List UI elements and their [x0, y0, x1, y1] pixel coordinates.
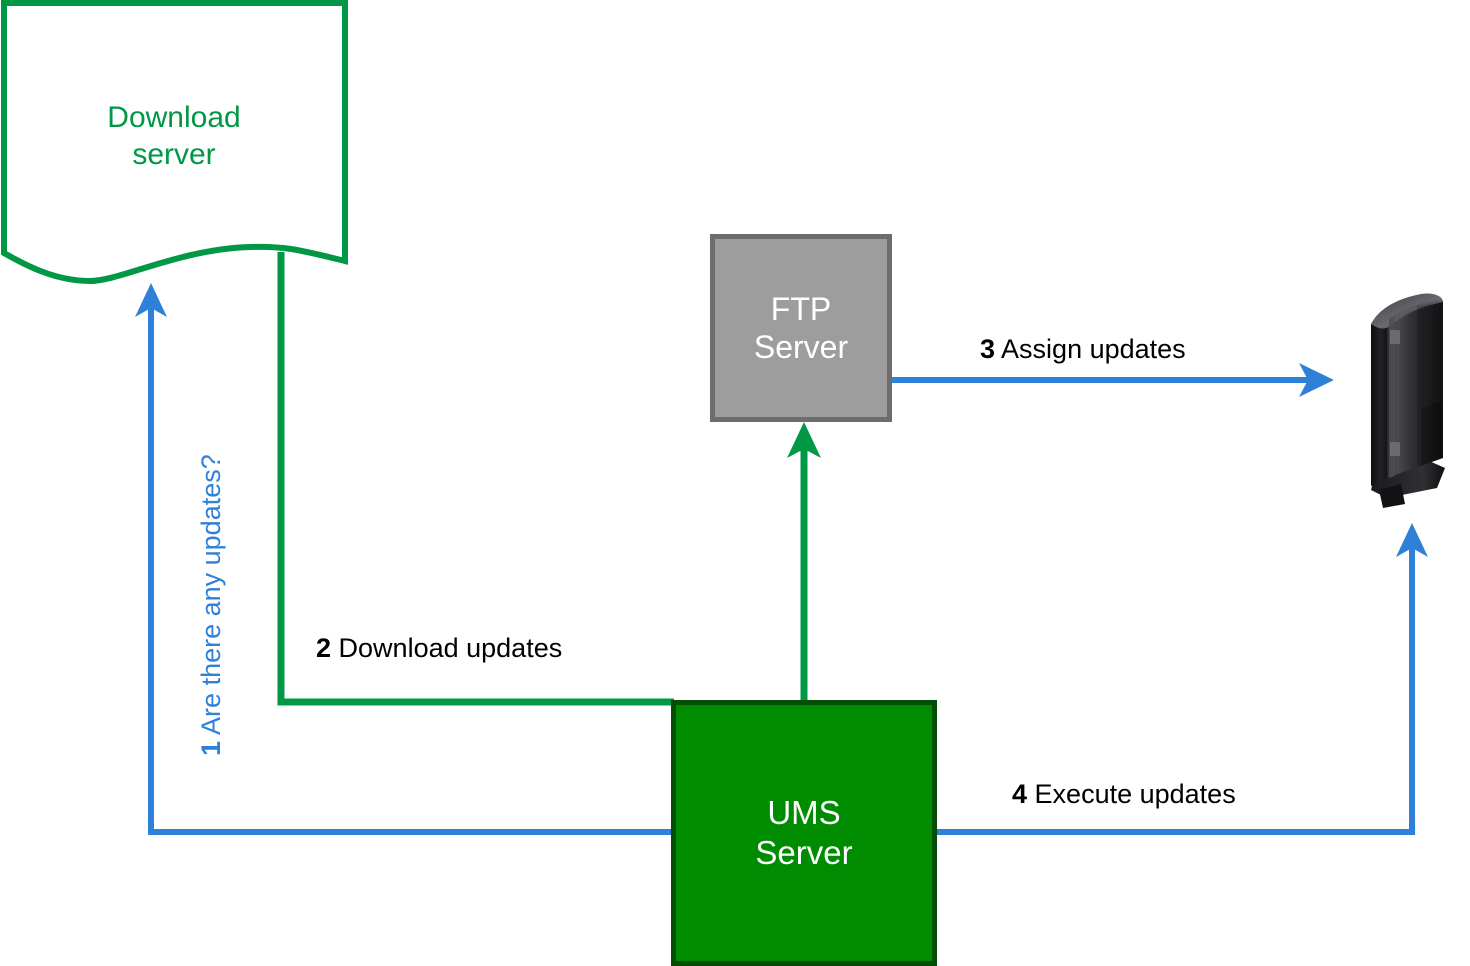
ftp-server-node[interactable]: FTP Server [710, 234, 892, 422]
thin-client-device-icon[interactable] [1357, 292, 1452, 512]
ftp-server-label: FTP Server [753, 290, 849, 365]
edge-1-connector [135, 283, 671, 835]
ums-server-node[interactable]: UMS Server [671, 700, 937, 966]
edge-2-connector [277, 252, 674, 706]
edge-4-connector [934, 523, 1428, 835]
edge-3-connector [892, 363, 1334, 397]
download-server-shape[interactable] [1, 0, 348, 285]
ums-server-label: UMS Server [755, 794, 853, 871]
edge-5-connector [787, 422, 821, 700]
